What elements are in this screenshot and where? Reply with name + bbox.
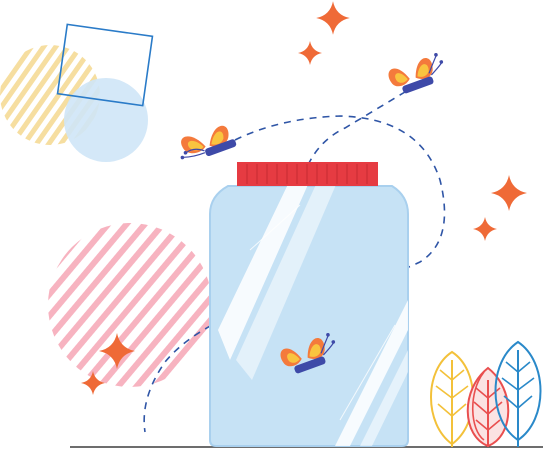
sparkle-icon — [298, 41, 322, 65]
flight-path — [143, 115, 446, 433]
sparkle-icon — [316, 1, 350, 35]
butterfly-icon — [180, 125, 237, 160]
butterfly-icon — [280, 333, 336, 374]
pink-striped-circle — [48, 223, 212, 387]
outlined-square — [56, 23, 154, 107]
sparkle-icon — [491, 175, 527, 211]
flight-path — [307, 91, 406, 166]
jar-lid-ridges — [246, 164, 368, 184]
leaf-icon — [494, 340, 542, 447]
background-shapes — [0, 23, 212, 387]
leaf-icon — [430, 350, 474, 447]
blue-circle — [64, 78, 148, 162]
butterfly-icon — [388, 53, 444, 94]
sparkle-icon — [473, 217, 497, 241]
jar-icon — [209, 162, 409, 447]
jar-reflections — [218, 186, 408, 446]
leaf-icon — [466, 366, 510, 448]
